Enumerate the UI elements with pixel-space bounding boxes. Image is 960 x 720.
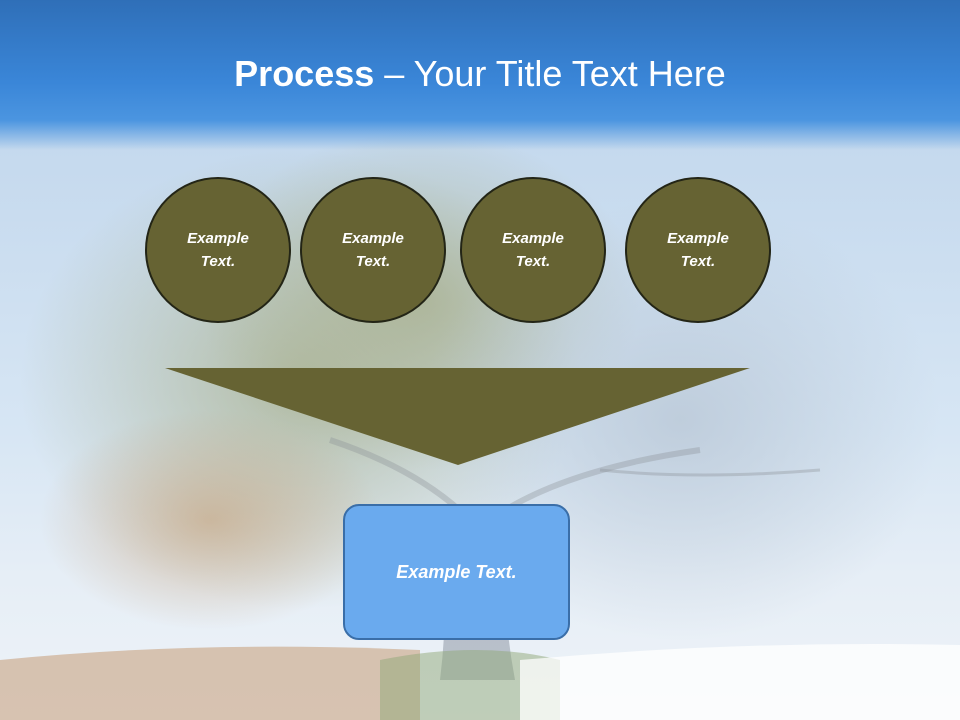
title-rest-part: – Your Title Text Here bbox=[374, 53, 726, 94]
process-input-label-2: Example Text. bbox=[342, 230, 404, 270]
process-output-box: Example Text. bbox=[343, 504, 570, 640]
slide-title: Process – Your Title Text Here bbox=[0, 52, 960, 96]
process-input-label-3: Example Text. bbox=[502, 230, 564, 270]
funnel-triangle bbox=[165, 368, 750, 465]
process-input-label-4: Example Text. bbox=[667, 230, 729, 270]
process-input-label-1: Example Text. bbox=[187, 230, 249, 270]
process-input-circle-2: Example Text. bbox=[300, 177, 446, 323]
title-bold-part: Process bbox=[234, 53, 375, 94]
process-input-circle-1: Example Text. bbox=[145, 177, 291, 323]
process-output-label: Example Text. bbox=[396, 561, 517, 582]
title-header-band bbox=[0, 0, 960, 150]
process-input-circle-4: Example Text. bbox=[625, 177, 771, 323]
process-input-circle-3: Example Text. bbox=[460, 177, 606, 323]
